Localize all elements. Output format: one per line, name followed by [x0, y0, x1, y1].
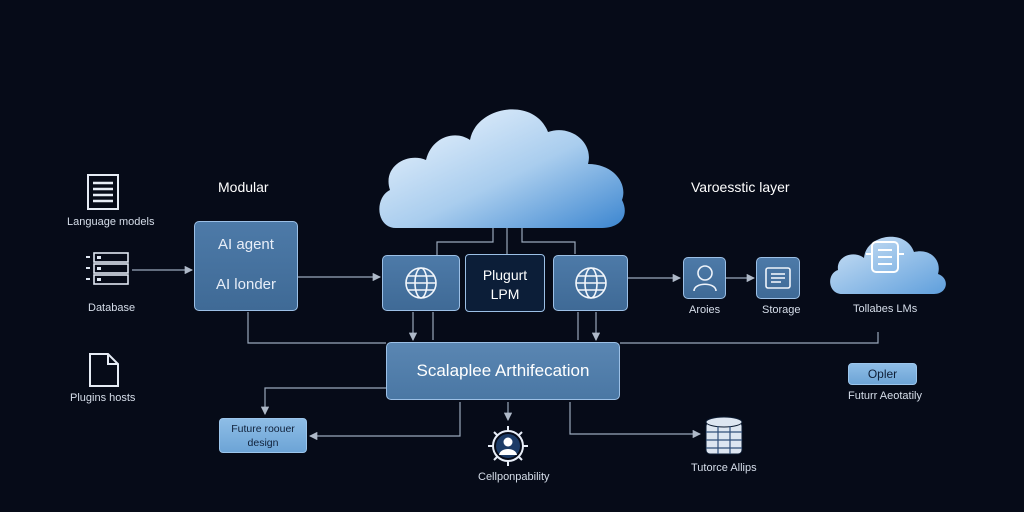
globe-icon	[575, 267, 607, 299]
modular-label: Modular	[218, 179, 269, 195]
central-cloud-icon	[379, 109, 625, 228]
future-design-line1: Future roouer	[231, 423, 295, 435]
ai-agent-node[interactable]: AI agent AI londer	[194, 221, 298, 311]
agents-node[interactable]	[683, 257, 726, 299]
globe-node-left[interactable]	[382, 255, 460, 311]
file-icon	[89, 353, 119, 387]
storage-card-icon	[765, 267, 791, 289]
robot-cloud-icon	[830, 236, 946, 294]
document-icon	[87, 174, 119, 210]
agents-label: Aroies	[689, 304, 721, 316]
lpm-label: LPM	[490, 286, 520, 302]
server-rack-icon	[86, 252, 129, 285]
database-label: Database	[88, 302, 136, 314]
plugin-label: Plugurt	[482, 267, 528, 283]
future-design-line2: design	[247, 437, 279, 449]
person-icon	[693, 265, 717, 292]
ai-loader-label: AI londer	[215, 276, 277, 293]
future-design-node[interactable]: Future roouer design	[219, 418, 307, 453]
storage-label: Storage	[762, 304, 801, 316]
future-aeotatily-label: Futurr Aeotatily	[848, 390, 922, 402]
layer-label: Varoesstic layer	[691, 179, 790, 195]
globe-icon	[405, 267, 437, 299]
gear-person-icon	[488, 426, 528, 466]
database-stack-icon	[705, 416, 743, 455]
storage-node[interactable]	[756, 257, 800, 299]
opler-label: Opler	[867, 367, 898, 381]
compatibility-label: Cellponpability	[478, 471, 550, 483]
plugin-lpm-node[interactable]: Plugurt LPM	[465, 254, 545, 312]
future-apps-label: Tutorce Allips	[691, 462, 757, 474]
language-models-label: Language models	[67, 216, 155, 228]
globe-node-right[interactable]	[553, 255, 628, 311]
scalable-architecture-node[interactable]: Scalaplee Arthifecation	[386, 342, 620, 400]
cloud-llms-label: Tollabes LMs	[853, 303, 918, 315]
scalable-label: Scalaplee Arthifecation	[416, 361, 590, 380]
plugins-hosts-label: Plugins hosts	[70, 392, 136, 404]
opler-button[interactable]: Opler	[848, 363, 917, 385]
ai-agent-label: AI agent	[218, 236, 274, 253]
